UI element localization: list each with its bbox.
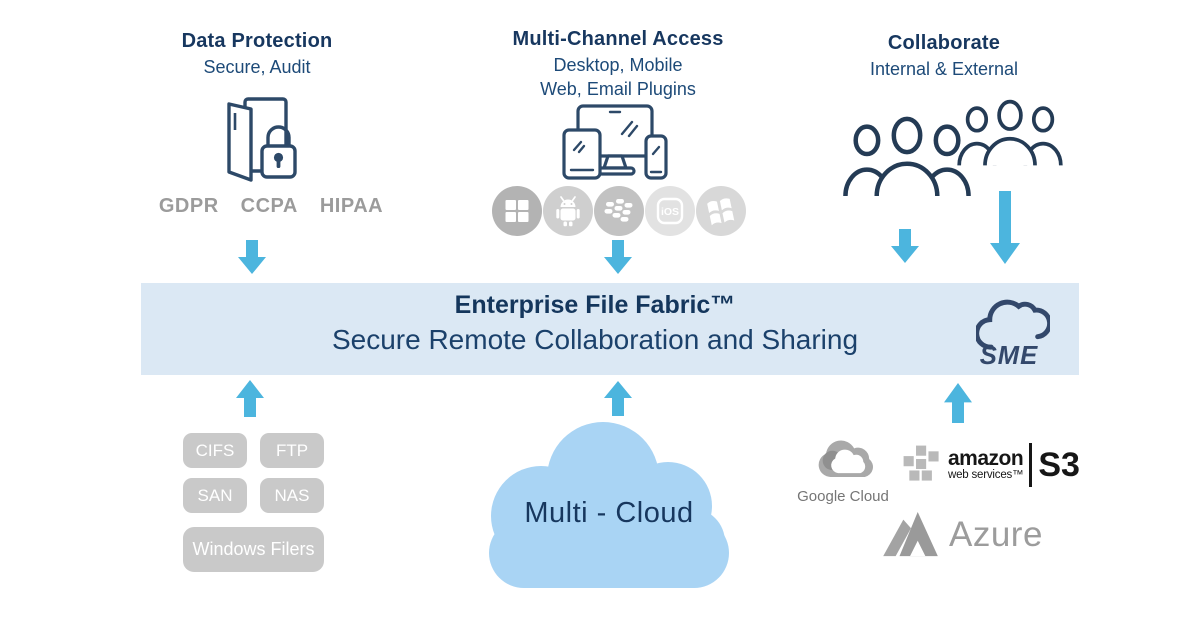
source-box-nas: NAS (260, 478, 324, 513)
multi-channel-subtitle-1: Desktop, Mobile (553, 55, 683, 75)
sme-logo-text: SME (980, 342, 1038, 370)
aws-webservices-text: web services™ (948, 469, 1024, 482)
azure-triangle-icon (883, 512, 938, 557)
aws-wordmark: amazon web services™ (948, 447, 1024, 482)
enterprise-file-fabric-banner (141, 283, 1079, 375)
source-box-cifs: CIFS (183, 433, 247, 468)
devices-icon (562, 104, 668, 180)
tag-hipaa: HIPAA (319, 195, 384, 217)
multi-cloud-label: Multi - Cloud (524, 497, 694, 529)
ios-icon: iOS (645, 186, 695, 236)
windows-icon (492, 186, 542, 236)
compliance-tags: GDPR CCPA HIPAA (140, 195, 402, 218)
users-group-icon (957, 99, 1063, 167)
azure-logo: Azure (883, 512, 1043, 558)
multi-channel-title: Multi-Channel Access (512, 28, 724, 50)
arrow-up-icon (236, 380, 264, 417)
aws-s3-text: S3 (1038, 445, 1080, 484)
users-group-icon (843, 112, 971, 198)
arrow-down-icon (891, 229, 919, 263)
aws-cubes-icon (902, 444, 940, 482)
platform-icons-row: iOS (492, 186, 746, 236)
arrow-up-icon (944, 383, 972, 423)
banner-subtitle: Secure Remote Collaboration and Sharing (331, 324, 859, 355)
source-box-windows-filers: Windows Filers (183, 527, 324, 572)
data-protection-title: Data Protection (181, 30, 333, 52)
tag-gdpr: GDPR (158, 195, 219, 217)
banner-text: Enterprise File Fabric™ Secure Remote Co… (141, 289, 1049, 358)
google-cloud-label: Google Cloud (797, 488, 889, 505)
arrow-down-icon (604, 240, 632, 274)
collaborate-title: Collaborate (887, 32, 1001, 54)
windows-classic-icon (696, 186, 746, 236)
collaborate-subtitle: Internal & External (869, 59, 1019, 79)
aws-s3-logo: amazon web services™ S3 (901, 443, 1080, 487)
aws-divider (1029, 443, 1033, 487)
source-box-ftp: FTP (260, 433, 324, 468)
google-cloud-icon (818, 440, 873, 477)
arrow-down-icon (238, 240, 266, 274)
ios-label: iOS (661, 206, 679, 218)
aws-amazon-text: amazon (948, 447, 1024, 471)
source-box-san: SAN (183, 478, 247, 513)
multi-cloud-icon (489, 422, 729, 588)
banner-title: Enterprise File Fabric™ (454, 291, 736, 319)
data-protection-subtitle: Secure, Audit (203, 57, 311, 77)
blackberry-icon (594, 186, 644, 236)
sme-logo-icon: SME (976, 299, 1050, 370)
arrow-down-long-icon (990, 191, 1020, 264)
multi-channel-subtitle-2: Web, Email Plugins (540, 79, 696, 99)
android-icon (543, 186, 593, 236)
azure-text: Azure (949, 515, 1043, 554)
arrow-up-icon (604, 381, 632, 416)
tag-ccpa: CCPA (240, 195, 298, 217)
folder-lock-icon (227, 97, 297, 182)
